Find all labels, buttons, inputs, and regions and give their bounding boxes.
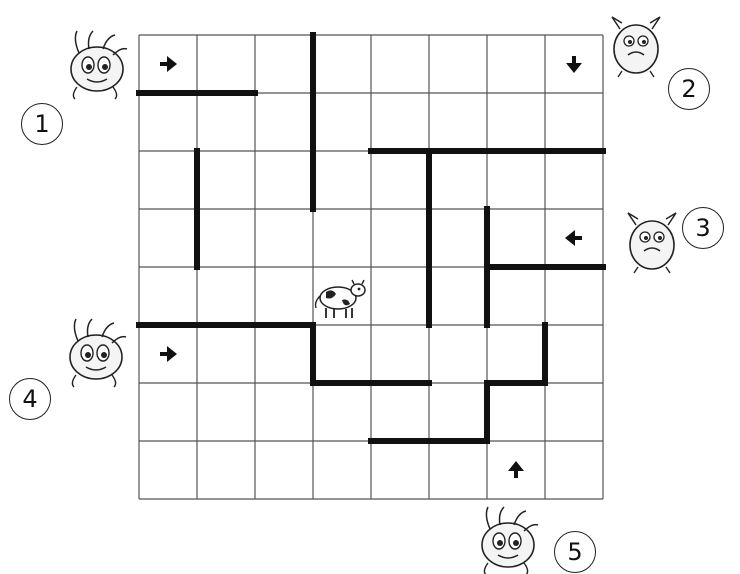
cow-icon [316,280,366,318]
monster-2-figure [612,17,660,77]
monster-1-figure [71,31,127,99]
monster-number-badge: 1 [21,103,63,145]
monster-5-figure [482,507,538,574]
monster-4-figure [70,319,126,387]
arrow-right-icon [160,346,177,362]
monster-number-badge: 3 [682,207,724,249]
monster-3-figure [628,213,676,273]
arrow-up-icon [508,461,524,478]
arrow-down-icon [566,56,582,73]
monster-number-badge: 4 [9,378,51,420]
monster-number-badge: 2 [668,68,710,110]
monster-number-badge: 5 [554,531,596,573]
arrow-left-icon [565,230,582,246]
arrow-right-icon [160,56,177,72]
